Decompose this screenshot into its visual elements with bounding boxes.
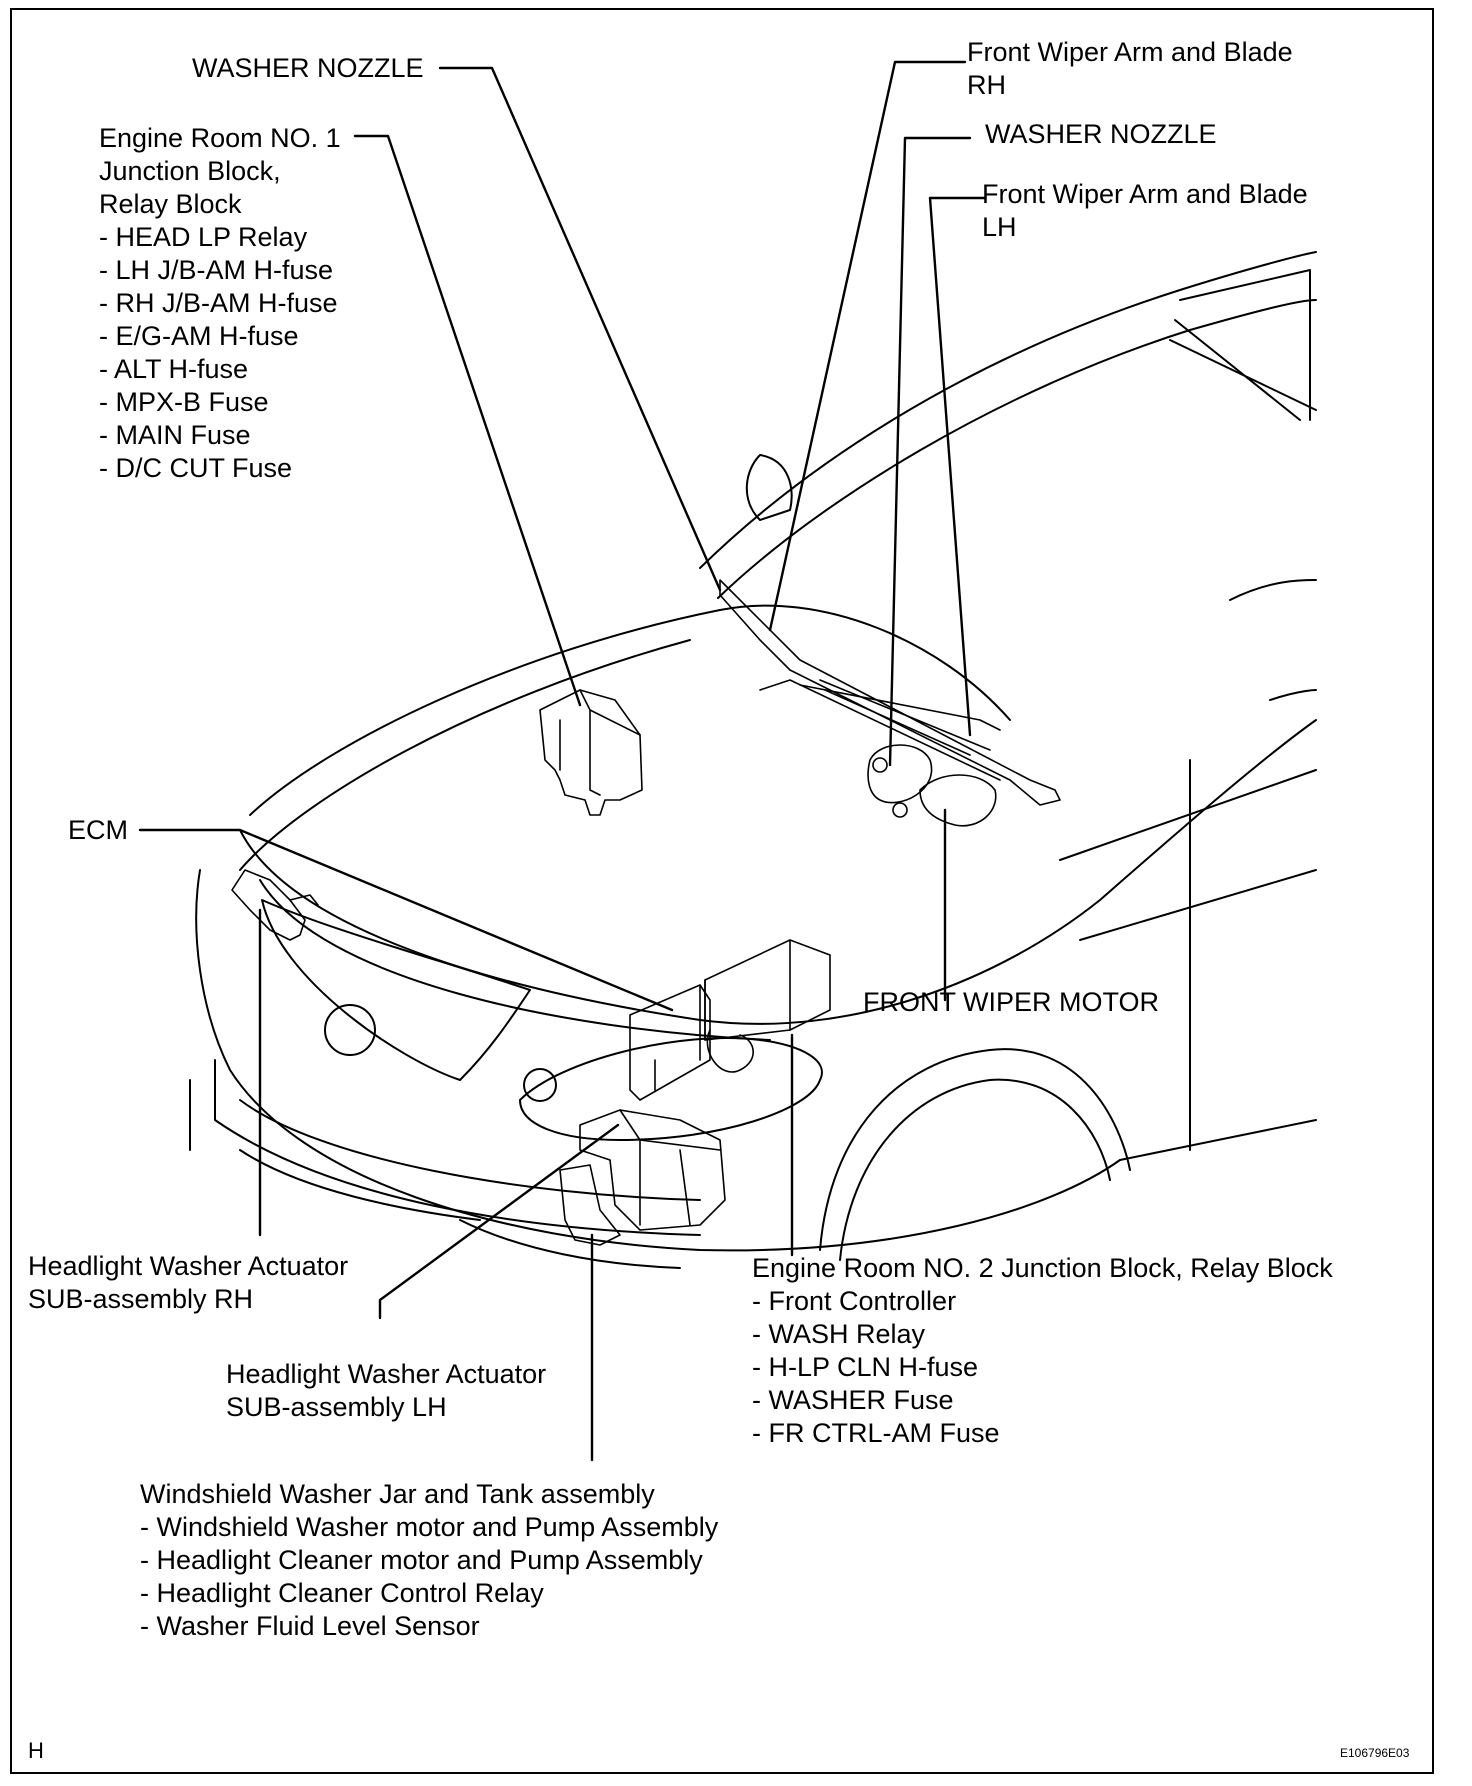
washer-jar-item: - Windshield Washer motor and Pump Assem… (140, 1512, 719, 1542)
leader-engine-room-no1 (353, 134, 582, 707)
washer-jar-title: Windshield Washer Jar and Tank assembly (140, 1479, 655, 1509)
figure-code: E106796E03 (1340, 1746, 1410, 1760)
engine-room-no2-item: - WASHER Fuse (752, 1385, 954, 1415)
headlight-washer-rh-line-1: Headlight Washer Actuator (28, 1251, 349, 1281)
engine-room-no1-item: - LH J/B-AM H-fuse (99, 255, 334, 285)
engine-room-no2-item: - Front Controller (752, 1286, 957, 1316)
engine-room-no1-title-2: Junction Block, (99, 156, 281, 186)
leader-front-wiper-rh (768, 60, 967, 632)
label-engine-room-no1: Engine Room NO. 1 Junction Block, Relay … (99, 122, 341, 485)
engine-room-no1-title-3: Relay Block (99, 189, 242, 219)
leader-washer-nozzle-right (888, 136, 972, 767)
engine-room-no1-item: - ALT H-fuse (99, 354, 249, 384)
label-front-wiper-lh: Front Wiper Arm and Blade LH (982, 178, 1308, 244)
engine-room-no1-item: - HEAD LP Relay (99, 222, 308, 252)
washer-jar-item: - Washer Fluid Level Sensor (140, 1611, 480, 1641)
front-wiper-rh-line-2: RH (967, 70, 1006, 100)
leader-headlight-lh (378, 1123, 620, 1320)
label-headlight-washer-rh: Headlight Washer Actuator SUB-assembly R… (28, 1250, 348, 1316)
label-front-wiper-rh: Front Wiper Arm and Blade RH (967, 36, 1293, 102)
label-front-wiper-motor: FRONT WIPER MOTOR (863, 987, 1159, 1017)
label-washer-nozzle-right: WASHER NOZZLE (985, 119, 1217, 149)
headlight-washer-lh-line-1: Headlight Washer Actuator (226, 1359, 547, 1389)
label-headlight-washer-lh: Headlight Washer Actuator SUB-assembly L… (226, 1358, 546, 1424)
car-body (189, 251, 1317, 1269)
engine-room-no1-item: - E/G-AM H-fuse (99, 321, 299, 351)
label-engine-room-no2: Engine Room NO. 2 Junction Block, Relay … (752, 1252, 1333, 1450)
diagram-frame (10, 8, 1434, 1774)
washer-jar-item: - Headlight Cleaner Control Relay (140, 1578, 544, 1608)
front-wiper-lh-line-2: LH (982, 212, 1017, 242)
leader-front-wiper-lh (928, 196, 987, 737)
front-wiper-lh-line-1: Front Wiper Arm and Blade (982, 179, 1308, 209)
leader-washer-nozzle-left (438, 66, 722, 592)
headlight-washer-rh-line-2: SUB-assembly RH (28, 1284, 254, 1314)
engine-room-no1-item: - RH J/B-AM H-fuse (99, 288, 338, 318)
headlight-washer-lh-line-2: SUB-assembly LH (226, 1392, 447, 1422)
label-ecm: ECM (68, 815, 128, 845)
engine-room-no1-item: - D/C CUT Fuse (99, 453, 293, 483)
engine-room-no1-item: - MPX-B Fuse (99, 387, 269, 417)
corner-letter: H (28, 1738, 44, 1763)
front-wiper-rh-line-1: Front Wiper Arm and Blade (967, 37, 1293, 67)
label-washer-jar: Windshield Washer Jar and Tank assembly … (140, 1478, 718, 1643)
washer-jar-item: - Headlight Cleaner motor and Pump Assem… (140, 1545, 703, 1575)
engine-room-no1-title-1: Engine Room NO. 1 (99, 123, 341, 153)
leader-ecm (138, 828, 674, 1012)
engine-room-no2-title: Engine Room NO. 2 Junction Block, Relay … (752, 1253, 1333, 1283)
components (231, 579, 1061, 1246)
label-washer-nozzle-left: WASHER NOZZLE (192, 53, 424, 83)
engine-room-no2-item: - WASH Relay (752, 1319, 926, 1349)
engine-room-no2-item: - H-LP CLN H-fuse (752, 1352, 979, 1382)
leader-lines (138, 60, 987, 1462)
engine-room-no1-item: - MAIN Fuse (99, 420, 251, 450)
engine-room-no2-item: - FR CTRL-AM Fuse (752, 1418, 1000, 1448)
